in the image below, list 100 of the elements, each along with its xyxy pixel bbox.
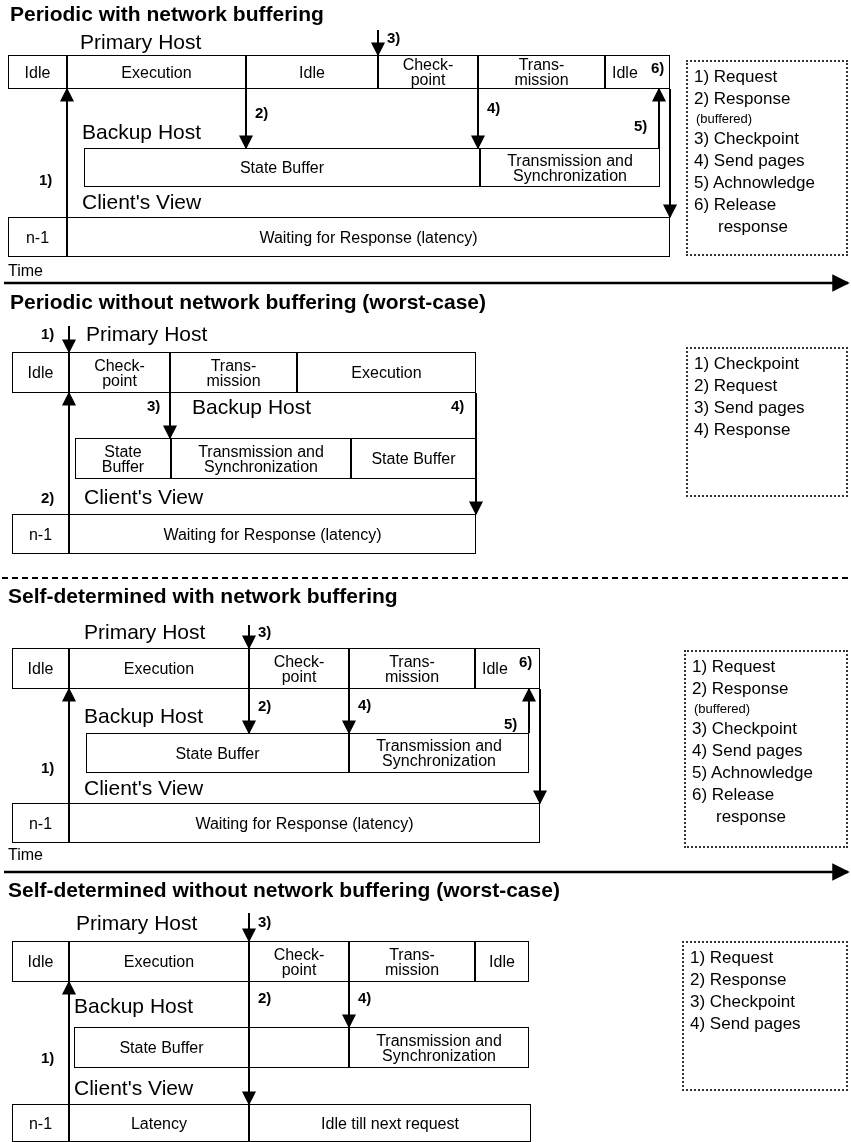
timeline-cell	[67, 55, 246, 89]
cell-text: Idle	[298, 64, 326, 80]
row-heading: Primary Host	[76, 911, 198, 935]
timeline-cell	[349, 1027, 529, 1068]
cell-text: Waiting for Response (latency)	[258, 229, 479, 245]
arrow	[652, 87, 666, 149]
timeline-cell	[378, 55, 478, 89]
timeline-cell	[480, 148, 660, 187]
cell-text: Execution	[350, 365, 423, 380]
cell-text: Idle	[26, 365, 55, 380]
cell-text: Trans- mission	[383, 946, 441, 977]
edge-label: 5)	[503, 716, 519, 732]
arrow	[533, 688, 547, 805]
timeline-cell	[69, 803, 540, 843]
note-text: 6) Release response	[692, 784, 787, 828]
arrow	[371, 29, 385, 57]
timeline-cell	[12, 803, 69, 843]
timeline-cell	[170, 352, 297, 393]
arrow	[242, 912, 256, 943]
cell-text: Idle	[611, 64, 639, 80]
timeline-cell	[475, 941, 529, 982]
cell-text: Execution	[120, 64, 193, 80]
note-text: 1) Checkpoint	[694, 353, 800, 375]
timeline-cell	[74, 1027, 249, 1068]
timeline-cell	[12, 648, 69, 689]
edge-label: 3)	[257, 914, 273, 930]
cell-text: Execution	[122, 954, 196, 969]
note-text: 1) Request	[692, 656, 777, 678]
cell-text: Check- point	[93, 357, 146, 388]
edge-label: 6)	[518, 654, 534, 670]
arrow	[62, 980, 76, 1105]
note-text: (buffered)	[693, 700, 752, 718]
timeline-cell	[349, 733, 529, 773]
arrow	[342, 688, 356, 735]
timeline-cell	[249, 648, 349, 689]
note-text: (buffered)	[695, 110, 754, 128]
edge-label: 3)	[146, 398, 162, 414]
cell-text: Idle	[26, 661, 55, 676]
timeline-cell	[69, 648, 249, 689]
row-heading: Client's View	[82, 190, 202, 214]
row-heading: Client's View	[84, 776, 204, 800]
arrow	[62, 325, 76, 354]
timeline-cell	[475, 648, 540, 689]
note-text: 3) Checkpoint	[694, 128, 800, 150]
cell-text: State Buffer	[100, 443, 146, 474]
cell-text: Idle till next request	[320, 1115, 460, 1131]
edge-label: 4)	[450, 398, 466, 414]
timeline-cell	[249, 1104, 531, 1142]
row-heading: Backup Host	[84, 704, 204, 728]
cell-text: Latency	[129, 1115, 188, 1131]
cell-text: Idle	[23, 64, 52, 80]
edge-label: 6)	[650, 60, 666, 76]
edge-label: 2)	[257, 698, 273, 714]
arrow	[62, 687, 76, 804]
note-text: 3) Send pages	[694, 397, 806, 419]
arrow	[471, 88, 485, 150]
cell-text: n-1	[27, 1115, 54, 1131]
timeline-cell	[351, 438, 476, 479]
arrow	[469, 392, 483, 516]
cell-text: Execution	[122, 661, 196, 676]
edge-label: 1)	[38, 172, 54, 188]
cell-text: n-1	[27, 526, 54, 542]
timeline-cell	[349, 648, 475, 689]
timeline-cell	[84, 148, 480, 187]
cell-text: Check- point	[272, 946, 326, 977]
arrow	[242, 624, 256, 650]
cell-text: Idle	[26, 954, 55, 969]
cell-text: State Buffer	[174, 745, 261, 761]
section-title: Self-determined without network buffering (worst-case)	[8, 878, 560, 902]
cell-text: Check- point	[401, 57, 455, 87]
timeline-cell	[12, 514, 69, 554]
row-heading: Backup Host	[192, 395, 312, 419]
edge-label: 4)	[357, 697, 373, 713]
legend-note-box	[686, 60, 848, 256]
cell-text: State Buffer	[370, 451, 457, 466]
timeline-cell	[69, 352, 170, 393]
timeline-cell	[8, 217, 67, 257]
cell-text: Transmission and Synchronization	[375, 738, 503, 768]
arrow	[163, 392, 177, 440]
note-text: 1) Request	[694, 66, 779, 88]
timeline-cell	[171, 438, 351, 479]
edge-label: 2)	[257, 990, 273, 1006]
row-heading: Client's View	[74, 1076, 194, 1100]
legend-note-box	[684, 650, 848, 848]
timeline-cell	[12, 352, 69, 393]
timeline-cell	[69, 514, 476, 554]
cell-text: Transmission and Synchronization	[506, 152, 634, 183]
timeline-cell	[67, 217, 670, 257]
legend-note-box	[682, 941, 848, 1091]
timeline-cell	[12, 1104, 69, 1142]
cell-text: Transmission and Synchronization	[197, 443, 325, 474]
timeline-cell	[69, 1104, 249, 1142]
edge-label: 5)	[633, 118, 649, 134]
row-heading: Backup Host	[82, 120, 202, 144]
row-heading: Primary Host	[84, 620, 206, 644]
timeline-cell	[297, 352, 476, 393]
row-heading: Primary Host	[80, 30, 202, 54]
arrow	[342, 981, 356, 1029]
edge-label: 4)	[357, 990, 373, 1006]
note-text: 4) Send pages	[694, 150, 806, 172]
